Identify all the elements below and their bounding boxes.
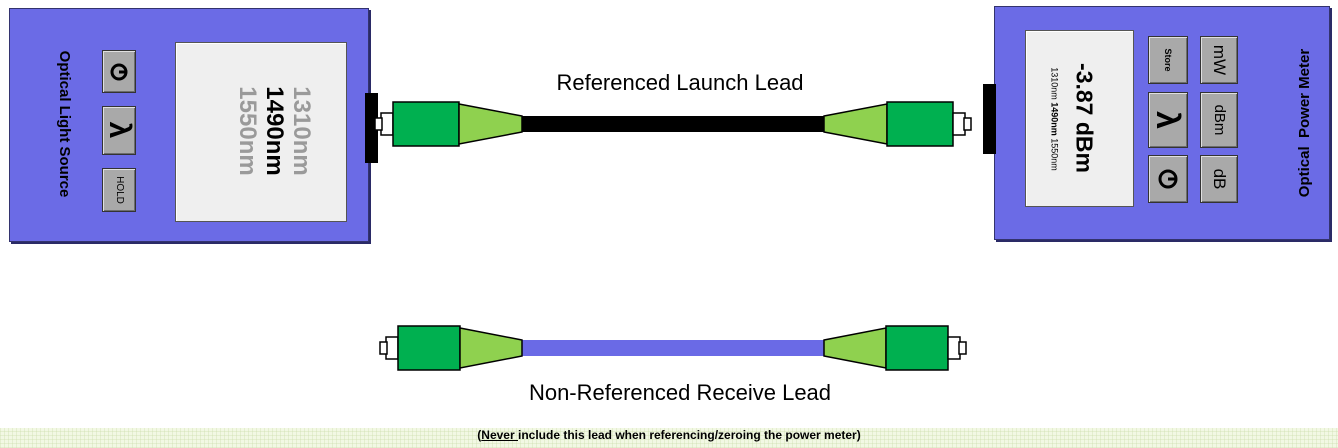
meter-wavelength-1550: 1550nm	[1049, 138, 1060, 171]
receive-left-connector	[397, 325, 461, 371]
launch-right-connector	[886, 101, 954, 147]
light-source-label: Optical Light Source	[56, 50, 73, 198]
power-meter-label: Optical Power Meter	[1296, 48, 1313, 198]
launch-lead	[374, 101, 972, 147]
power-meter-display: -3.87 dBm 1310nm 1490nm 1550nm	[1025, 30, 1134, 207]
receive-lead	[379, 325, 967, 371]
meter-wavelength-1310: 1310nm	[1049, 67, 1060, 100]
power-icon	[110, 63, 128, 81]
power-meter-input-port	[983, 84, 996, 154]
wavelength-1550: 1550nm	[234, 86, 261, 176]
meter-wavelength-1490-selected: 1490nm	[1049, 102, 1060, 136]
note-prefix: (	[477, 428, 482, 442]
referencing-note: (Never include this lead when referencin…	[300, 428, 1038, 442]
launch-left-connector	[392, 101, 460, 147]
store-label: Store	[1163, 48, 1173, 72]
power-meter-wavelength-button[interactable]: λ	[1148, 92, 1188, 148]
receive-right-connector	[885, 325, 949, 371]
dbm-label: dBm	[1211, 104, 1228, 136]
receive-right-boot	[823, 327, 887, 369]
meter-wavelength-row: 1310nm 1490nm 1550nm	[1048, 32, 1062, 207]
db-button[interactable]: dB	[1200, 155, 1238, 203]
mw-label: mW	[1210, 44, 1229, 76]
light-source-wavelength-button[interactable]: λ	[102, 106, 136, 155]
store-button[interactable]: Store	[1148, 36, 1188, 84]
mw-button[interactable]: mW	[1200, 36, 1238, 84]
launch-cable	[520, 116, 826, 132]
wavelength-1310: 1310nm	[288, 86, 315, 176]
launch-left-boot	[458, 103, 523, 145]
power-meter-power-button[interactable]	[1148, 155, 1188, 203]
db-label: dB	[1210, 168, 1229, 190]
hold-label: HOLD	[114, 176, 125, 204]
receive-lead-label: Non-Referenced Receive Lead	[528, 380, 832, 405]
note-emphasis: Never	[481, 428, 518, 442]
light-source-power-button[interactable]	[102, 50, 136, 93]
light-source-output-port	[365, 93, 378, 163]
note-rest: include this lead when referencing/zeroi…	[517, 428, 861, 442]
footer-band	[0, 428, 1338, 448]
lambda-label: λ	[103, 121, 136, 139]
dbm-button[interactable]: dBm	[1200, 92, 1238, 148]
light-source-display: 1310nm 1490nm 1550nm	[175, 42, 347, 222]
meter-reading: -3.87 dBm	[1071, 63, 1098, 173]
power-icon	[1158, 169, 1178, 189]
launch-right-boot	[823, 103, 888, 145]
light-source-hold-button[interactable]: HOLD	[102, 168, 136, 212]
launch-left-ferrule	[380, 112, 394, 136]
launch-lead-label: Referenced Launch Lead	[556, 70, 804, 95]
receive-left-boot	[459, 327, 523, 369]
meter-lambda-label: λ	[1150, 111, 1186, 129]
receive-cable	[520, 340, 826, 356]
wavelength-1490-selected: 1490nm	[261, 86, 288, 176]
